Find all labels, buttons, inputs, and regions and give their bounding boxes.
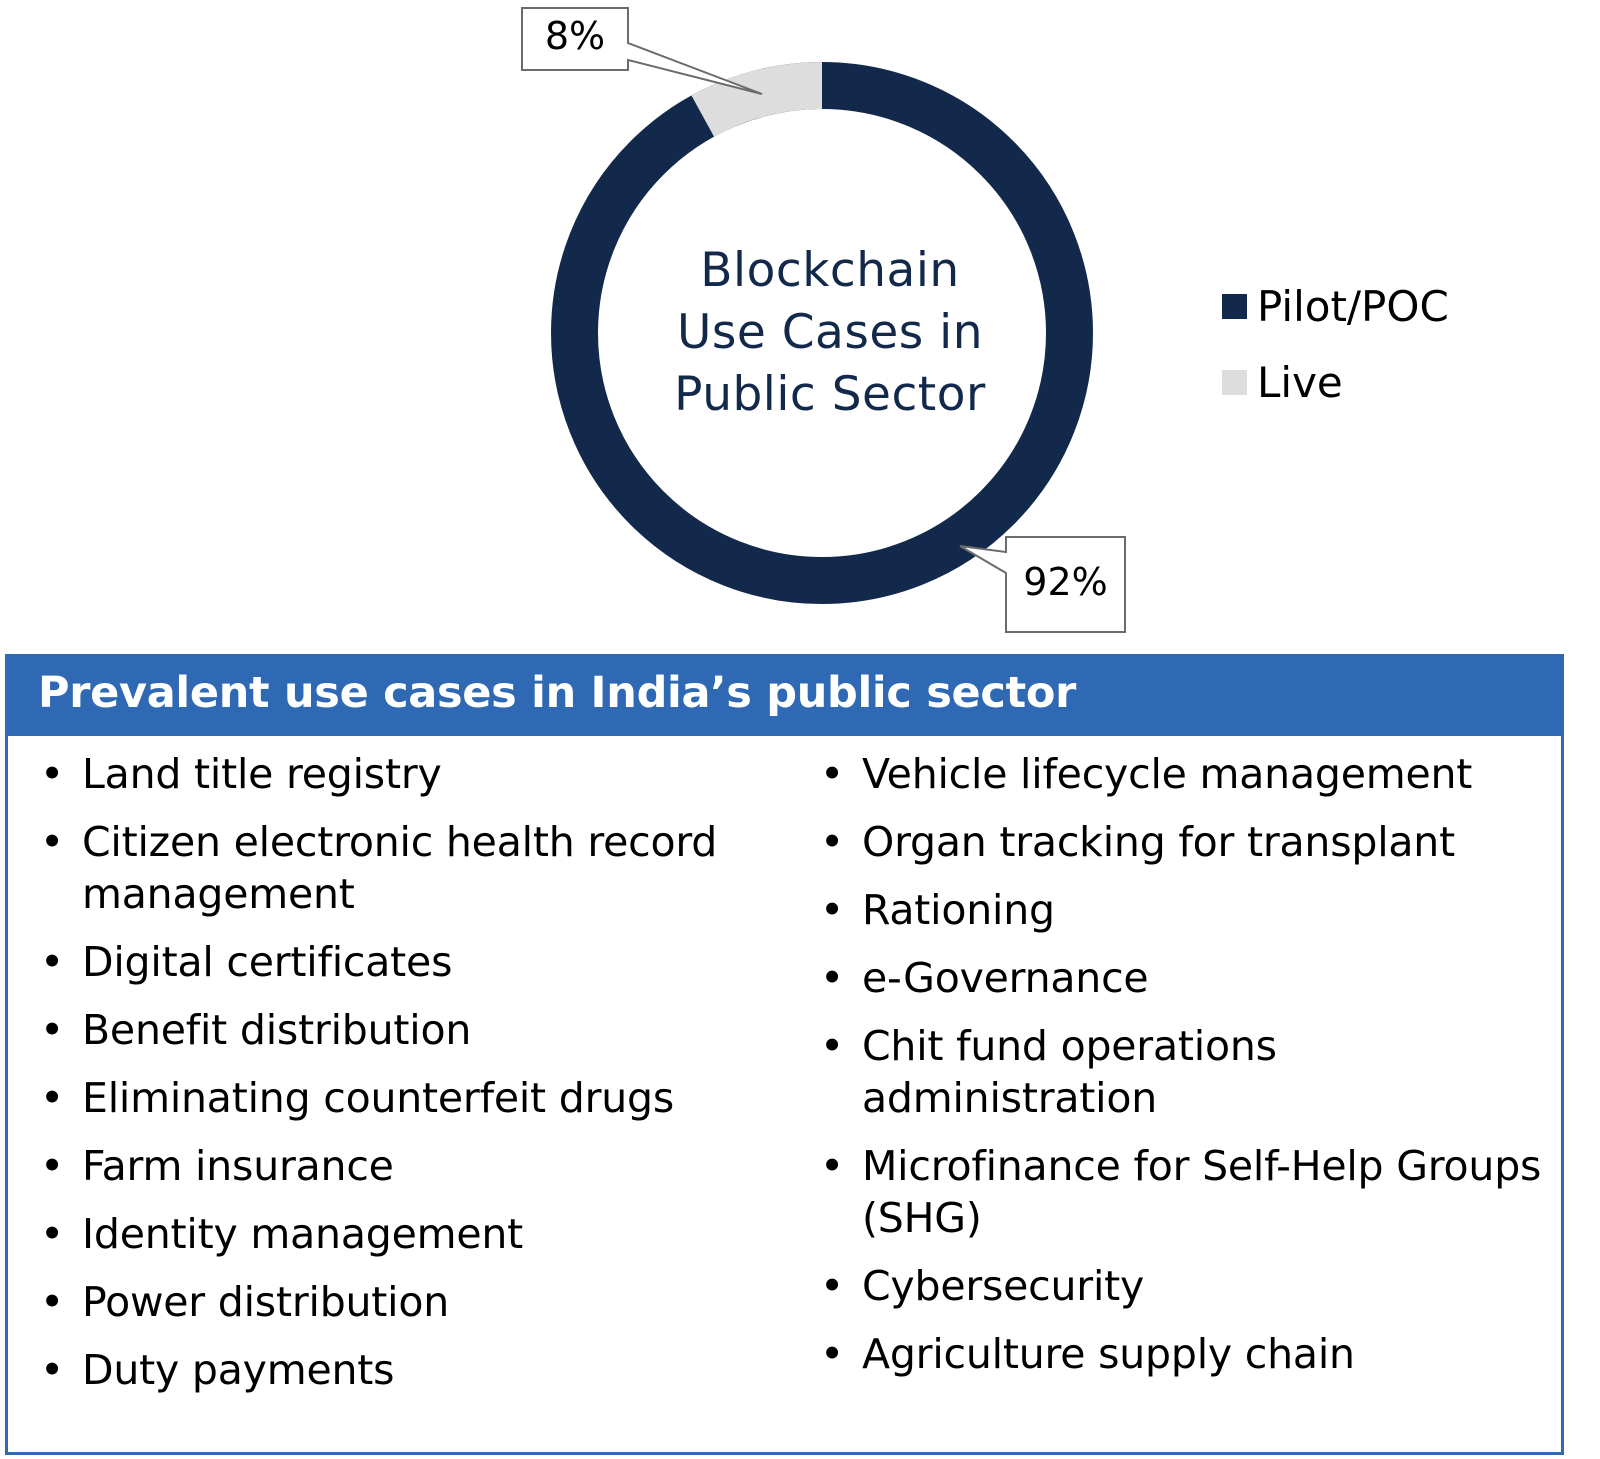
use-case-label: Agriculture supply chain (862, 1330, 1355, 1378)
callout-live-label: 8% (544, 14, 606, 58)
use-case-item: • Identity management (40, 1208, 780, 1260)
use-case-item: • Power distribution (40, 1276, 780, 1328)
legend-swatch-square-icon (1222, 293, 1247, 319)
use-case-label: Microfinance for Self-Help Groups (SHG) (862, 1142, 1542, 1242)
slice-live (691, 62, 823, 137)
bullet-icon: • (40, 1074, 64, 1122)
callout-live-box (521, 7, 763, 95)
use-case-label: Eliminating counterfeit drugs (82, 1074, 675, 1122)
use-case-item: • Land title registry (40, 748, 780, 800)
use-case-label: Land title registry (82, 750, 442, 798)
use-case-item: • Digital certificates (40, 936, 780, 988)
use-case-label: Chit fund operations administration (862, 1022, 1277, 1122)
bullet-icon: • (40, 818, 64, 866)
use-case-label: Farm insurance (82, 1142, 394, 1190)
use-case-item: • Citizen electronic health record manage… (40, 816, 780, 920)
use-case-label: Identity management (82, 1210, 524, 1258)
use-cases-header: Prevalent use cases in India’s public se… (8, 654, 1561, 736)
bullet-icon: • (820, 750, 844, 798)
donut-svg (521, 7, 1126, 633)
use-case-item: • Cybersecurity (820, 1260, 1560, 1312)
use-case-item: • Vehicle lifecycle management (820, 748, 1560, 800)
legend-label: Pilot/POC (1257, 281, 1449, 331)
bullet-icon: • (820, 1330, 844, 1378)
use-case-label: Citizen electronic health record managem… (82, 818, 718, 918)
legend-swatch-square-icon (1222, 369, 1247, 395)
use-cases-panel: Prevalent use cases in India’s public se… (5, 654, 1564, 1455)
center-title-line: Public Sector (674, 367, 986, 422)
legend-item-live: Live (1222, 344, 1449, 420)
bullet-icon: • (40, 938, 64, 986)
use-case-label: Digital certificates (82, 938, 453, 986)
center-title-line: Use Cases in (676, 305, 984, 360)
donut-center-title: Blockchain Use Cases in Public Sector (640, 240, 1020, 426)
bullet-icon: • (40, 1006, 64, 1054)
use-case-item: • e-Governance (820, 952, 1560, 1004)
use-case-label: Cybersecurity (862, 1262, 1145, 1310)
bullet-icon: • (40, 750, 64, 798)
use-case-item: • Chit fund operations administration (820, 1020, 1560, 1124)
use-cases-list-left: • Land title registry • Citizen electronic … (40, 748, 780, 1412)
bullet-icon: • (40, 1142, 64, 1190)
use-case-label: e-Governance (862, 954, 1149, 1002)
bullet-icon: • (40, 1346, 64, 1394)
use-cases-list-right: • Vehicle lifecycle management • Organ trac… (820, 748, 1560, 1396)
bullet-icon: • (820, 1262, 844, 1310)
use-case-label: Power distribution (82, 1278, 450, 1326)
bullet-icon: • (820, 1022, 844, 1070)
use-case-item: • Rationing (820, 884, 1560, 936)
use-case-item: • Duty payments (40, 1344, 780, 1396)
use-case-label: Vehicle lifecycle management (862, 750, 1473, 798)
bullet-icon: • (820, 1142, 844, 1190)
use-case-label: Organ tracking for transplant (862, 818, 1455, 866)
use-case-label: Rationing (862, 886, 1055, 934)
center-title-line: Blockchain (700, 243, 960, 298)
legend-label: Live (1257, 357, 1343, 407)
use-case-label: Benefit distribution (82, 1006, 472, 1054)
chart-legend: Pilot/POC Live (1222, 268, 1449, 420)
bullet-icon: • (820, 818, 844, 866)
callout-pilot-box (959, 536, 1126, 633)
use-case-item: • Agriculture supply chain (820, 1328, 1560, 1380)
use-case-item: • Microfinance for Self-Help Groups (SHG) (820, 1140, 1560, 1244)
bullet-icon: • (820, 954, 844, 1002)
callout-pilot-label: 92% (1023, 560, 1108, 604)
donut-chart: 8% 92% Blockchain Use Cases in Public Se… (0, 0, 1600, 650)
use-case-item: • Benefit distribution (40, 1004, 780, 1056)
use-case-label: Duty payments (82, 1346, 395, 1394)
bullet-icon: • (820, 886, 844, 934)
bullet-icon: • (40, 1278, 64, 1326)
use-case-item: • Farm insurance (40, 1140, 780, 1192)
legend-item-pilot-poc: Pilot/POC (1222, 268, 1449, 344)
use-case-item: • Eliminating counterfeit drugs (40, 1072, 780, 1124)
use-case-item: • Organ tracking for transplant (820, 816, 1560, 868)
bullet-icon: • (40, 1210, 64, 1258)
use-cases-title: Prevalent use cases in India’s public se… (38, 668, 1076, 718)
